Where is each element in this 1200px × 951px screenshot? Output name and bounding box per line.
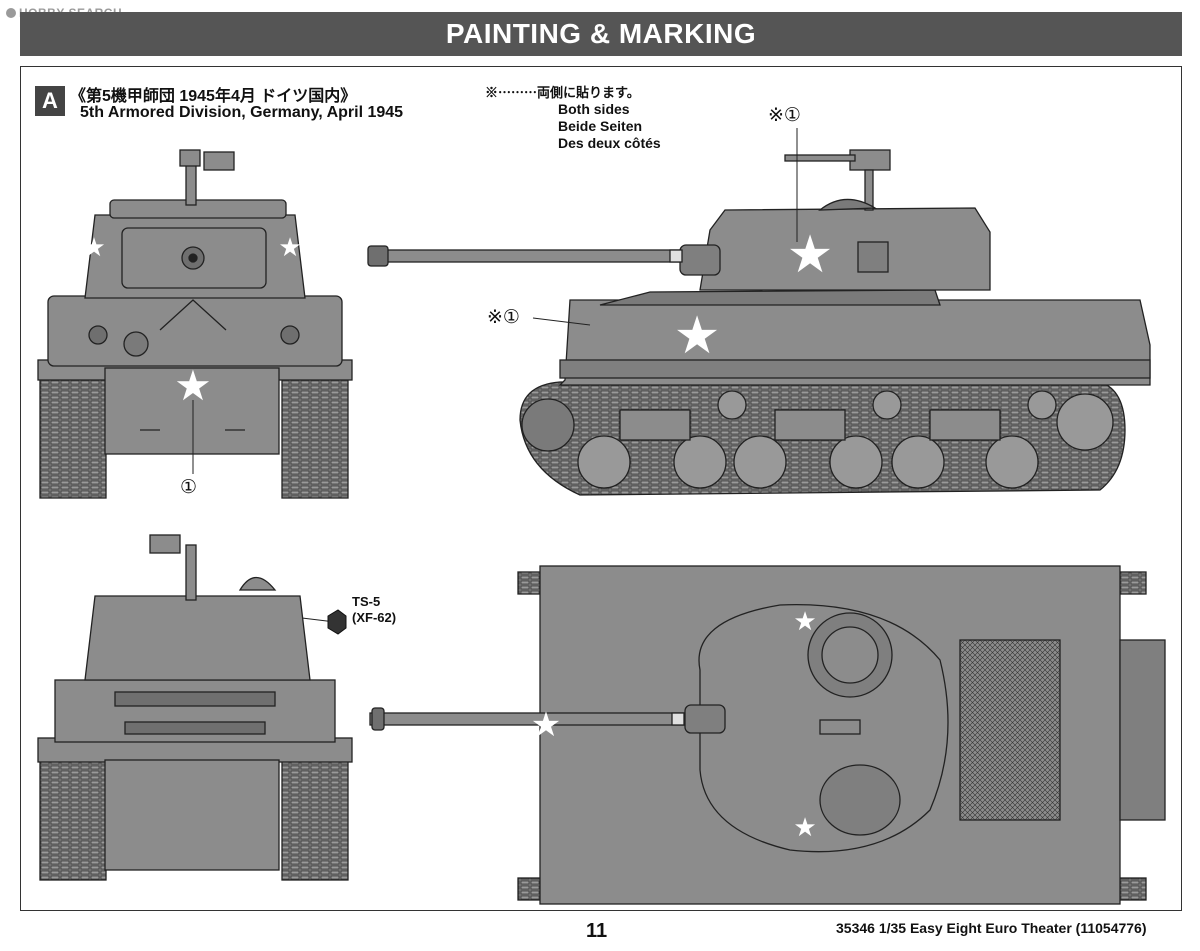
scheme-letter-badge: A [35, 86, 65, 116]
tank-front-view [37, 149, 353, 499]
top-star-hull: ★ [531, 706, 561, 744]
top-gun-barrel [369, 712, 686, 726]
return-roller [717, 390, 747, 420]
front-star-left: ★ [82, 232, 105, 262]
return-roller [872, 390, 902, 420]
front-turret-roof [109, 199, 287, 219]
paint-callout: TS-5 (XF-62) [352, 594, 396, 626]
side-mantlet [679, 244, 721, 276]
loader-hatch [819, 764, 901, 836]
idler-wheel [1056, 393, 1114, 451]
leader-hull [532, 317, 591, 326]
rear-left-track [39, 759, 107, 881]
front-star-right: ★ [278, 232, 301, 262]
return-roller [1027, 390, 1057, 420]
top-mg [819, 719, 861, 735]
top-rear-box [1119, 639, 1166, 821]
road-wheel [673, 435, 727, 489]
front-left-track [39, 377, 107, 499]
note-line-de: Beide Seiten [558, 118, 643, 134]
paint-sub-code: (XF-62) [352, 610, 397, 625]
top-star-turret-lower: ★ [793, 812, 816, 842]
paint-code: TS-5 [352, 594, 381, 609]
header-bar: PAINTING & MARKING [20, 12, 1182, 56]
rear-turret [84, 595, 311, 681]
scheme-title-en: 5th Armored Division, Germany, April 194… [80, 104, 404, 121]
side-sponson [559, 359, 1151, 379]
road-wheel [829, 435, 883, 489]
side-star-turret: ★ [787, 226, 834, 284]
kit-info: 35346 1/35 Easy Eight Euro Theater (1105… [836, 920, 1147, 936]
side-barrel-mark [669, 249, 683, 263]
side-muzzle-brake [367, 245, 389, 267]
paint-hex-icon [327, 609, 347, 635]
rear-right-track [281, 759, 349, 881]
note-jp: ※⋯⋯⋯両側に貼ります。 [485, 85, 640, 100]
front-mg-box [203, 151, 235, 171]
rear-mg-box [149, 534, 181, 554]
callout-front-decal: ① [180, 476, 198, 498]
note-line-fr: Des deux côtés [558, 135, 661, 151]
logo-icon [6, 8, 16, 18]
road-wheel [985, 435, 1039, 489]
tank-top-view [369, 565, 1166, 905]
top-star-turret-upper: ★ [793, 606, 816, 636]
content-frame [20, 66, 1182, 911]
road-wheel [733, 435, 787, 489]
top-muzzle-brake [371, 707, 385, 731]
tank-rear-view [37, 534, 353, 881]
side-star-hull: ★ [674, 307, 721, 365]
side-mg [849, 149, 891, 171]
road-wheel [891, 435, 945, 489]
side-road-wheels [521, 390, 1114, 489]
engine-grille [959, 639, 1061, 821]
callout-hull-decal: ※① [487, 306, 520, 328]
scheme-title-jp: 《第5機甲師団 1945年4月 ドイツ国内》 [70, 88, 357, 105]
drive-sprocket [521, 398, 575, 452]
page-number: 11 [586, 920, 608, 942]
road-wheel [577, 435, 631, 489]
side-gun-barrel [369, 249, 681, 263]
page-title: PAINTING & MARKING [445, 18, 757, 49]
front-right-track [281, 377, 349, 499]
rear-plate [104, 759, 280, 871]
callout-turret-decal: ※① [768, 104, 801, 126]
front-glacis [104, 367, 280, 455]
note-line-en: Both sides [558, 101, 630, 117]
front-star-hull: ★ [174, 362, 212, 409]
side-turret [699, 207, 991, 291]
